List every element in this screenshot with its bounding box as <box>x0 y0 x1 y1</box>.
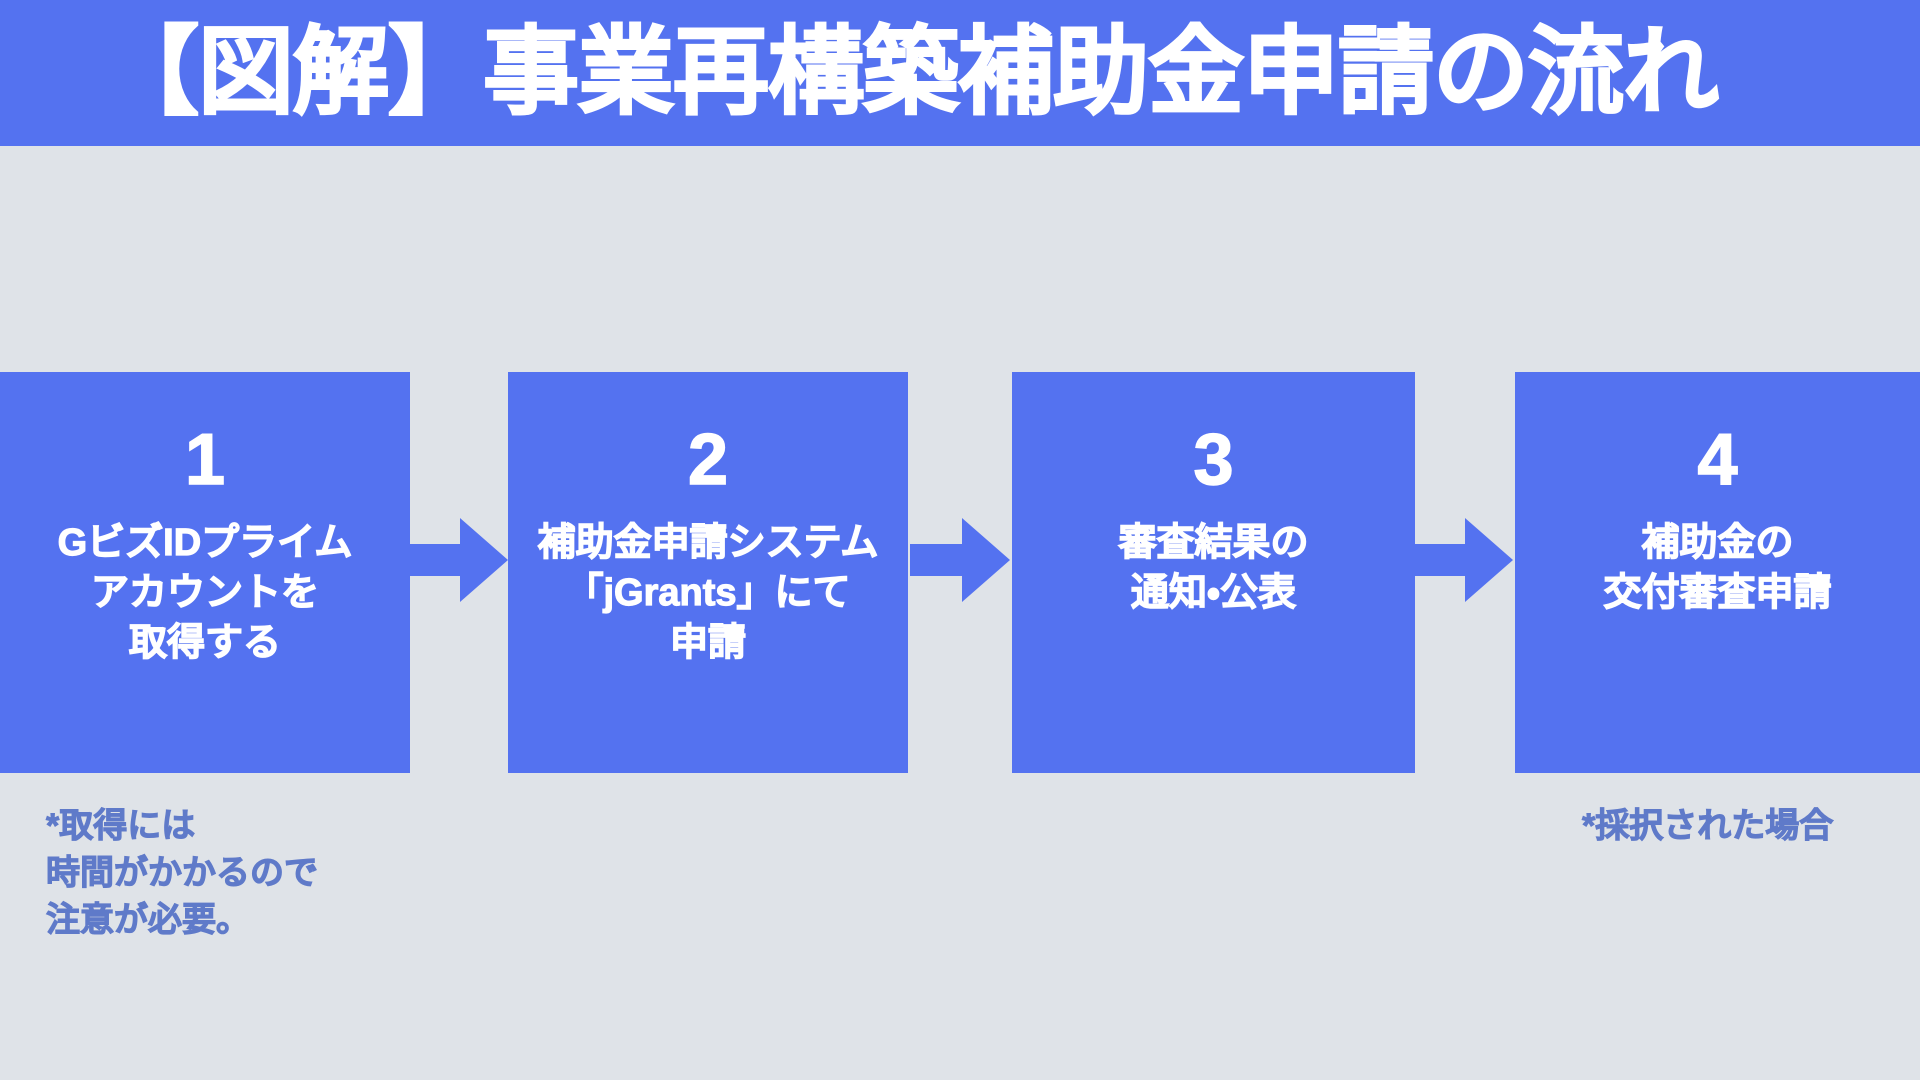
flow-step-2[interactable]: 2 補助金申請システム 「jGrants」にて 申請 <box>508 372 908 773</box>
step-label-1: GビズIDプライム アカウントを 取得する <box>57 521 353 665</box>
arrow-right-icon <box>1413 518 1513 602</box>
footnote-right: *採択された場合 <box>1581 807 1834 846</box>
flow-step-3[interactable]: 3 審査結果の 通知・公表 <box>1012 372 1415 773</box>
flow-step-4[interactable]: 4 補助金の 交付審査申請 <box>1515 372 1920 773</box>
flow-step-1[interactable]: 1 GビズIDプライム アカウントを 取得する <box>0 372 410 773</box>
process-flow-diagram: 1 GビズIDプライム アカウントを 取得する 2 補助金申請システム 「jGr… <box>0 372 1920 773</box>
step-label-3: 審査結果の 通知・公表 <box>1118 521 1309 615</box>
step-label-4: 補助金の 交付審査申請 <box>1603 521 1832 615</box>
page-title: 【図解】事業再構築補助金申請の流れ <box>102 19 1720 126</box>
step-number-1: 1 <box>184 420 226 500</box>
step-number-3: 3 <box>1193 420 1235 500</box>
header-band: 【図解】事業再構築補助金申請の流れ <box>0 0 1920 146</box>
step-number-2: 2 <box>687 420 729 500</box>
step-number-4: 4 <box>1697 420 1739 500</box>
arrow-right-icon <box>408 518 508 602</box>
step-label-2: 補助金申請システム 「jGrants」にて 申請 <box>537 521 879 665</box>
footnote-left: *取得には 時間がかかるので 注意が必要。 <box>46 807 319 940</box>
arrow-right-icon <box>910 518 1010 602</box>
